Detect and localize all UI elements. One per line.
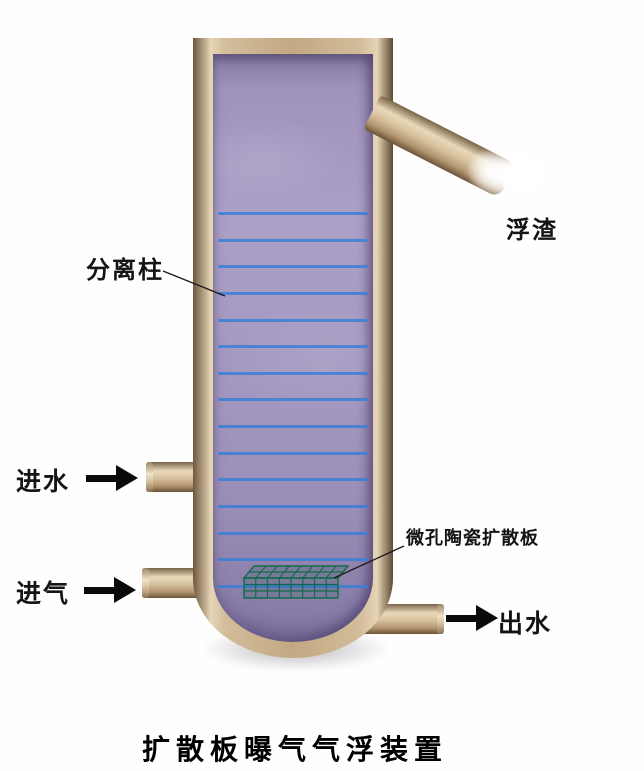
tray-line [218, 584, 368, 588]
diffuser-plate-label: 微孔陶瓷扩散板 [406, 528, 539, 548]
tray-line [218, 238, 368, 242]
tray-line [218, 371, 368, 375]
scum-label: 浮渣 [506, 218, 558, 244]
water-outlet-arrow-icon [446, 605, 498, 631]
froth-blob [466, 140, 562, 208]
separation-column-label: 分离柱 [86, 258, 164, 284]
tray-line [218, 478, 368, 482]
water-inlet-label: 进水 [16, 469, 71, 496]
water-outlet-label: 出水 [498, 611, 553, 638]
diagram-title: 扩散板曝气气浮装置 [141, 735, 448, 766]
air-inlet-arrow-icon [84, 577, 136, 603]
tray-lines [218, 212, 368, 588]
tray-line [218, 425, 368, 429]
diffuser-plate [242, 565, 350, 599]
tray-line [218, 212, 368, 215]
tray-line [218, 505, 368, 509]
tray-line [218, 265, 368, 269]
tray-line [218, 451, 368, 455]
tray-line [218, 291, 368, 295]
tray-line [218, 398, 368, 402]
tray-line [218, 558, 368, 562]
separation-column-liquid [213, 54, 373, 642]
tray-line [218, 531, 368, 535]
tray-line [218, 345, 368, 349]
water-inlet-arrow-icon [86, 465, 138, 491]
air-inlet-label: 进气 [16, 581, 71, 608]
tray-line [218, 318, 368, 322]
